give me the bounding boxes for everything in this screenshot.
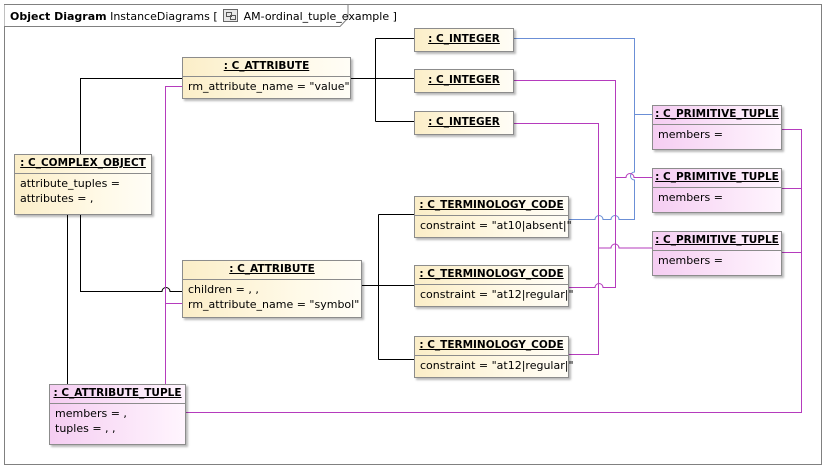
purple-links: [165, 80, 802, 413]
link-term2-to-tuple2[interactable]: [569, 177, 616, 288]
node-c-primitive-tuple-1[interactable]: : C_PRIMITIVE_TUPLE members =: [652, 105, 782, 150]
link-attr-symbol-to-terms[interactable]: [362, 214, 414, 360]
attr-members: members =: [658, 191, 723, 204]
node-attributes: members =: [653, 251, 781, 270]
node-attributes: attribute_tuples = attributes = ,: [15, 174, 151, 208]
attr-constraint: constraint = "at12|regular|": [420, 359, 574, 372]
node-title: : C_PRIMITIVE_TUPLE: [653, 169, 781, 188]
node-title: : C_TERMINOLOGY_CODE: [415, 337, 568, 356]
attr-children: children = , ,: [188, 283, 259, 296]
node-c-complex-object[interactable]: : C_COMPLEX_OBJECT attribute_tuples = at…: [14, 154, 152, 215]
node-title: : C_TERMINOLOGY_CODE: [415, 266, 568, 285]
attr-attributes: attributes = ,: [20, 192, 94, 205]
link-integer3-to-tuple3[interactable]: [514, 123, 652, 249]
diagram-frame: [4, 4, 822, 465]
bracket-close: ]: [392, 10, 397, 23]
node-attributes: members =: [653, 125, 781, 144]
link-integer1-to-tuple1[interactable]: [514, 38, 652, 115]
attr-constraint: constraint = "at12|regular|": [420, 288, 574, 301]
node-attributes: constraint = "at12|regular|": [415, 356, 574, 375]
node-c-integer-3[interactable]: : C_INTEGER: [414, 111, 514, 135]
link-attr-tuple-to-tuples[interactable]: [186, 129, 802, 413]
node-c-terminology-code-2[interactable]: : C_TERMINOLOGY_CODE constraint = "at12|…: [414, 265, 574, 307]
node-title: : C_ATTRIBUTE_TUPLE: [50, 385, 185, 404]
node-title: : C_INTEGER: [428, 116, 500, 128]
blue-links: [514, 38, 652, 220]
attr-members: members =: [658, 128, 723, 141]
diagram-icon: [223, 9, 239, 22]
attr-attribute-tuples: attribute_tuples =: [20, 177, 121, 190]
node-attributes: children = , , rm_attribute_name = "symb…: [183, 280, 361, 314]
node-attributes: members = , tuples = , ,: [50, 404, 185, 438]
attr-rm-attribute-name: rm_attribute_name = "symbol": [188, 298, 360, 311]
diagram-package: InstanceDiagrams: [110, 10, 210, 23]
node-attributes: constraint = "at10|absent|": [415, 216, 572, 235]
node-c-attribute-value[interactable]: : C_ATTRIBUTE rm_attribute_name = "value…: [182, 57, 351, 99]
node-attributes: constraint = "at12|regular|": [415, 285, 574, 304]
attr-constraint: constraint = "at10|absent|": [420, 219, 572, 232]
node-c-terminology-code-1[interactable]: : C_TERMINOLOGY_CODE constraint = "at10|…: [414, 196, 572, 238]
node-title: : C_PRIMITIVE_TUPLE: [653, 106, 781, 125]
node-c-integer-2[interactable]: : C_INTEGER: [414, 69, 514, 93]
link-term3-to-tuple3[interactable]: [569, 248, 599, 355]
node-title: : C_INTEGER: [428, 74, 500, 86]
node-c-primitive-tuple-2[interactable]: : C_PRIMITIVE_TUPLE members =: [652, 168, 782, 213]
node-attributes: rm_attribute_name = "value": [183, 77, 350, 96]
attr-tuples: tuples = , ,: [55, 422, 116, 435]
attr-rm-attribute-name: rm_attribute_name = "value": [188, 80, 350, 93]
link-integer2-to-tuple2[interactable]: [514, 80, 652, 178]
node-c-integer-1[interactable]: : C_INTEGER: [414, 28, 514, 52]
link-term1-to-tuple1[interactable]: [569, 114, 635, 220]
attr-members: members =: [658, 254, 723, 267]
node-title: : C_PRIMITIVE_TUPLE: [653, 232, 781, 251]
node-c-attribute-tuple[interactable]: : C_ATTRIBUTE_TUPLE members = , tuples =…: [49, 384, 186, 445]
attr-members: members = ,: [55, 407, 127, 420]
node-title: : C_ATTRIBUTE: [183, 261, 361, 280]
node-title: : C_TERMINOLOGY_CODE: [415, 197, 568, 216]
node-title: : C_INTEGER: [428, 33, 500, 45]
node-c-primitive-tuple-3[interactable]: : C_PRIMITIVE_TUPLE members =: [652, 231, 782, 276]
diagram-header-tab: Object Diagram InstanceDiagrams [ AM-ord…: [4, 4, 397, 27]
bracket-open: [: [213, 10, 218, 23]
node-c-terminology-code-3[interactable]: : C_TERMINOLOGY_CODE constraint = "at12|…: [414, 336, 574, 378]
node-title: : C_COMPLEX_OBJECT: [15, 155, 151, 174]
link-attr-tuple-to-attr-value[interactable]: [165, 86, 183, 385]
diagram-name[interactable]: AM-ordinal_tuple_example: [243, 10, 390, 23]
node-title: : C_ATTRIBUTE: [183, 58, 350, 77]
header-tab-outline: [4, 4, 349, 27]
node-attributes: members =: [653, 188, 781, 207]
link-complex-to-attr-value[interactable]: [80, 78, 183, 156]
link-attr-value-to-integers[interactable]: [351, 38, 414, 122]
link-complex-to-attr-symbol[interactable]: [80, 215, 183, 292]
diagram-kind: Object Diagram: [10, 10, 107, 23]
node-c-attribute-symbol[interactable]: : C_ATTRIBUTE children = , , rm_attribut…: [182, 260, 362, 318]
